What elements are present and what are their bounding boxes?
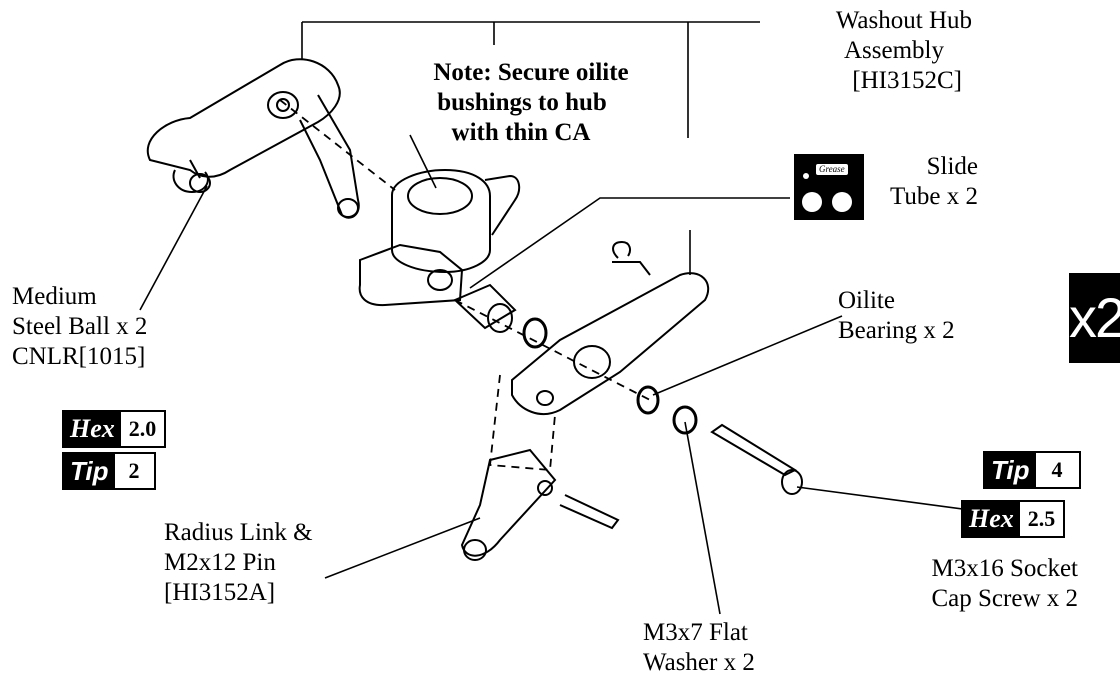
slide-tube-line-1: Slide [926,153,978,180]
oilite-bearing-label: Oilite Bearing x 2 [838,286,955,346]
oilite-bearing-part [522,317,548,349]
radius-link-label: Radius Link & M2x12 Pin [HI3152A] [164,518,313,608]
washout-hub-line-3: [HI3152C] [852,67,962,94]
slide-tube-part [453,283,517,333]
flat-washer-line-2: Washer x 2 [643,649,755,676]
steel-ball-line-2: Steel Ball x 2 [12,313,148,340]
tip-key-label: Tip [64,454,115,488]
flat-washer-part [672,405,698,435]
leader-slide-tube [469,197,790,289]
hex-key-label: Hex [963,502,1020,536]
grease-tag: Grease [816,164,848,175]
washout-hub-label: Washout Hub Assembly [HI3152C] [836,6,972,96]
radius-link-line-2: M2x12 Pin [164,549,276,576]
upper-arm-part [146,58,360,219]
note-label: Note: Secure oilite bushings to hub with… [388,58,674,148]
note-line-3: with thin CA [451,119,591,146]
leader-medium-steel-ball [139,185,208,311]
medium-steel-ball-label: Medium Steel Ball x 2 CNLR[1015] [12,282,147,372]
steel-ball-line-1: Medium [12,283,97,310]
leader-oilite-bearing [652,315,843,396]
radius-link-part [460,448,620,561]
hex-size-value: 2.0 [128,416,157,441]
note-line-1: Note: Secure oilite [433,59,629,86]
quantity-multiplier-badge: x2 [1069,273,1120,363]
tip-size-value: 2 [128,458,140,483]
tip-key-label: Tip [985,453,1036,487]
leader-screw [796,486,986,513]
leader-flat-washer [684,421,721,615]
slide-tube-line-2: Tube x 2 [890,183,978,210]
tip-4-badge: Tip 4 [983,451,1081,489]
socket-screw-line-2: Cap Screw x 2 [931,585,1079,612]
slide-tube-label: Slide Tube x 2 [890,152,978,212]
hex-2-0-badge: Hex 2.0 [62,410,167,448]
socket-screw-line-1: M3x16 Socket [931,555,1078,582]
washout-hub-line-2: Assembly [844,37,944,64]
oilite-line-1: Oilite [838,287,895,314]
socket-screw-part [710,423,803,495]
second-bearing-part [636,385,660,415]
note-line-2: bushings to hub [437,89,607,116]
leader-radius-link [324,517,481,579]
grease-icon: Grease [794,154,864,220]
oilite-line-2: Bearing x 2 [838,317,955,344]
tip-size-value: 4 [1051,457,1063,482]
radius-link-line-3: [HI3152A] [164,579,276,606]
leader-washout-hub [301,21,760,138]
washout-hub-line-1: Washout Hub [835,7,972,34]
steel-ball-line-3: CNLR[1015] [12,343,146,370]
hex-2-5-badge: Hex 2.5 [961,500,1066,538]
socket-screw-label: M3x16 Socket Cap Screw x 2 [931,554,1078,614]
hex-key-label: Hex [64,412,121,446]
lower-arm-part [511,240,710,415]
tip-2-badge: Tip 2 [62,452,156,490]
hex-size-value: 2.5 [1027,506,1056,531]
washout-hub-part [358,168,521,307]
flat-washer-line-1: M3x7 Flat [643,619,748,646]
radius-link-line-1: Radius Link & [164,519,313,546]
flat-washer-label: M3x7 Flat Washer x 2 [643,618,755,678]
